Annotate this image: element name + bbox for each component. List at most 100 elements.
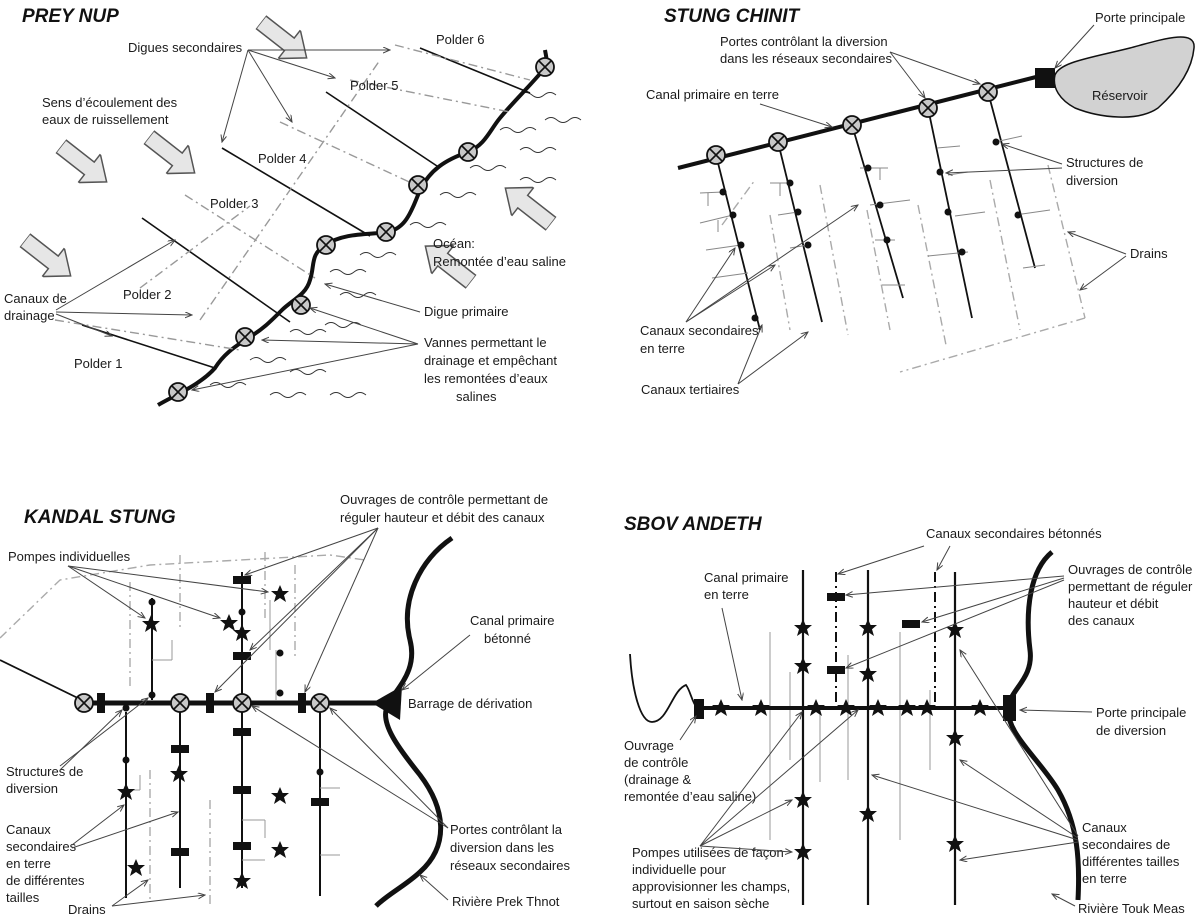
main-diversion-label-line1: Porte principale [1096, 705, 1186, 720]
gates-control-pointers [889, 51, 980, 98]
polder-1-label: Polder 1 [74, 356, 122, 371]
sbov-control-pointers [846, 575, 1065, 668]
kandal-secondary-pointers [71, 805, 178, 849]
kandal-control-label-line2: réguler hauteur et débit des canaux [340, 510, 545, 525]
sbov-pumps-label-line3: approvisionner les champs, [632, 879, 790, 894]
drainage-canals [54, 44, 531, 351]
sbov-control-label-line2: permettant de réguler [1068, 579, 1193, 594]
reservoir-shape [1053, 36, 1195, 118]
kandal-control-works [97, 576, 329, 856]
control-work-pointer [679, 716, 696, 741]
kandal-secondary-label-line2: secondaires [6, 839, 77, 854]
kandal-control-label-line1: Ouvrages de contrôle permettant de [340, 492, 548, 507]
chinit-secondary-canals [715, 91, 1036, 331]
kandal-pumps [117, 585, 289, 889]
gates-pointers [192, 308, 419, 390]
chinit-drains [721, 164, 1086, 373]
sbov-control-label-line1: Ouvrages de contrôle [1068, 562, 1192, 577]
diversion-dam [372, 686, 402, 720]
kandal-diversion-pointers [59, 698, 148, 771]
sbov-secondary-pointers [872, 650, 1079, 860]
kandal-control-pointers [215, 527, 379, 692]
kandal-primary-canal-label-line1: Canal primaire [470, 613, 555, 628]
kandal-gates-label-line2: diversion dans les [450, 840, 555, 855]
chinit-tertiary-canals [699, 135, 1051, 286]
sbov-secondary-label-line1: Canaux [1082, 820, 1127, 835]
stung-chinit-title: STUNG CHINIT [664, 6, 801, 27]
sbov-secondary-label-line3: différentes tailles [1082, 854, 1180, 869]
main-diversion-pointer [1020, 710, 1093, 712]
concrete-secondary-label: Canaux secondaires bétonnés [926, 526, 1102, 541]
kandal-drains-pointers [111, 880, 205, 907]
kandal-primary-canal-pointer [402, 634, 471, 690]
polder-5-label: Polder 5 [350, 78, 398, 93]
chinit-diversion-pointers [946, 144, 1063, 173]
chinit-diversion-structures [719, 138, 1022, 322]
chinit-drains-label: Drains [1130, 246, 1168, 261]
drainage-canals-pointers [55, 240, 192, 336]
gates-label-line3: les remontées d’eaux [424, 371, 548, 386]
ocean-label-line2: Remontée d’eau saline [433, 254, 566, 269]
main-gate-pointer [1055, 24, 1095, 68]
sbov-control-label-line3: hauteur et débit [1068, 596, 1159, 611]
sbov-thin-canals [769, 632, 931, 840]
sbov-secondary-label-line2: secondaires de [1082, 837, 1170, 852]
gates-label-line2: drainage et empêchant [424, 353, 557, 368]
sbov-pumps-label-line4: surtout en saison sèche [632, 896, 769, 911]
sbov-control-label-line4: des canaux [1068, 613, 1135, 628]
drainage-canals-label-line1: Canaux de [4, 291, 67, 306]
panel-kandal-stung: KANDAL STUNG [0, 492, 570, 914]
tertiary-canals-pointers [737, 325, 808, 385]
sbov-control-works [827, 593, 920, 674]
kandal-secondary-label-line3: en terre [6, 856, 51, 871]
sbov-primary-canal-pointer [721, 607, 742, 700]
panel-stung-chinit: STUNG CHINIT Réservoir [640, 6, 1195, 397]
prey-nup-title: PREY NUP [22, 6, 119, 27]
polder-6-label: Polder 6 [436, 32, 484, 47]
kandal-primary-canal-label-line2: bétonné [484, 631, 531, 646]
kandal-gates-pointers [252, 706, 449, 829]
main-diversion-label-line2: de diversion [1096, 723, 1166, 738]
primary-dike-label: Digue primaire [424, 304, 509, 319]
tertiary-canals-label: Canaux tertiaires [641, 382, 740, 397]
gates-control-label-line2: dans les réseaux secondaires [720, 51, 892, 66]
polder-2-label: Polder 2 [123, 287, 171, 302]
panel-prey-nup: PREY NUP [4, 6, 582, 407]
control-work-label-line2: de contrôle [624, 755, 688, 770]
touk-meas-label: Rivière Touk Meas [1078, 901, 1185, 914]
sbov-primary-canal-label-line2: en terre [704, 587, 749, 602]
touk-meas-pointer [1052, 894, 1076, 907]
kandal-tertiary [126, 600, 340, 861]
sbov-control-work-gate [694, 699, 704, 719]
prek-thnot-pointer [420, 875, 449, 901]
secondary-dikes-label: Digues secondaires [128, 40, 243, 55]
runoff-label-line2: eaux de ruissellement [42, 112, 169, 127]
prek-thnot-river [374, 535, 454, 908]
prek-thnot-label: Rivière Prek Thnot [452, 894, 560, 909]
kandal-gates-label-line1: Portes contrôlant la [450, 822, 563, 837]
secondary-dikes-pointers [222, 50, 390, 142]
concrete-secondary-pointers [838, 545, 951, 574]
kandal-left-canal [0, 659, 89, 704]
gates-control-label-line1: Portes contrôlant la diversion [720, 34, 888, 49]
gates-label-line4: salines [456, 389, 497, 404]
panel-sbov-andeth: SBOV ANDETH [624, 514, 1193, 914]
runoff-label-line1: Sens d’écoulement des [42, 95, 178, 110]
kandal-secondary-label-line5: tailles [6, 890, 40, 905]
chinit-main-gate [1035, 68, 1055, 88]
diversion-dam-label: Barrage de dérivation [408, 696, 532, 711]
chinit-diversion-label-line1: Structures de [1066, 155, 1143, 170]
chinit-primary-canal-pointer [759, 103, 832, 127]
chinit-diversion-label-line2: diversion [1066, 173, 1118, 188]
kandal-diversion-label-line1: Structures de [6, 764, 83, 779]
sbov-andeth-title: SBOV ANDETH [624, 514, 763, 535]
kandal-secondary-label-line1: Canaux [6, 822, 51, 837]
chinit-secondary-pointers [685, 205, 858, 323]
kandal-pumps-pointers [67, 565, 268, 618]
secondary-dikes [81, 47, 531, 369]
sbov-pumps-label-line2: individuelle pour [632, 862, 727, 877]
left-wiggle [629, 653, 698, 723]
main-gate-label: Porte principale [1095, 10, 1185, 25]
primary-dike-pointer [325, 284, 421, 313]
